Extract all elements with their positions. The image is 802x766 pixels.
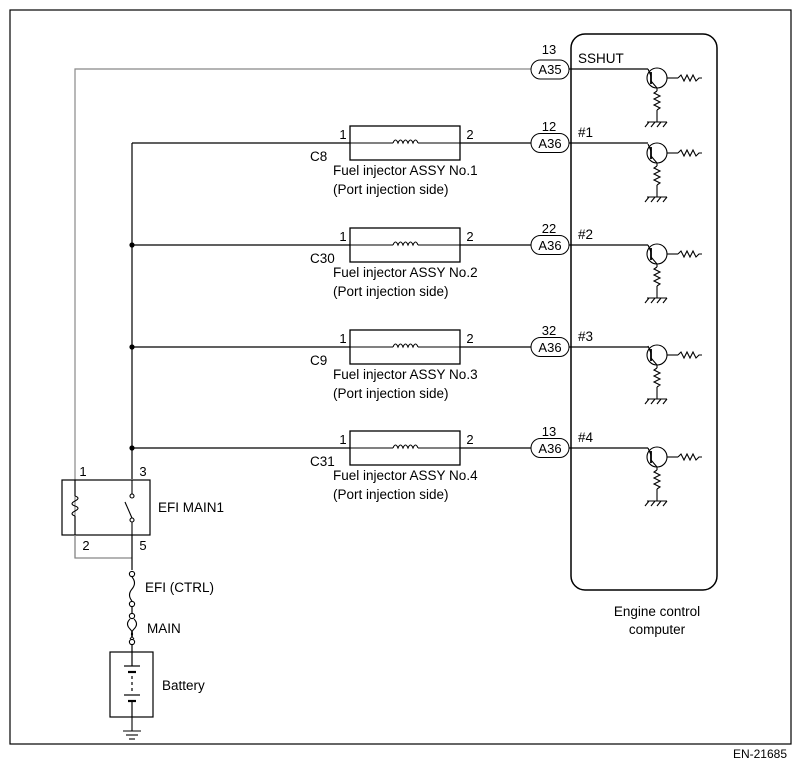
sshut-signal-label: SSHUT (578, 51, 624, 66)
battery-label: Battery (162, 678, 205, 693)
driver-transistor-icon (644, 142, 702, 203)
injector-pin-in: 1 (339, 432, 346, 447)
injector-side: (Port injection side) (333, 487, 449, 502)
injector-connector-code: C31 (310, 454, 335, 469)
main-fusible-link-icon (126, 612, 138, 646)
ecu-signal-label: #1 (578, 125, 593, 140)
ecu-connector-label: A36 (538, 340, 561, 355)
relay-pin-3: 3 (139, 464, 146, 479)
injector-pin-out: 2 (466, 127, 473, 142)
injector-coil-icon (392, 444, 419, 450)
ecu-label-line2: computer (629, 622, 686, 637)
injector-coil-icon (392, 343, 419, 349)
driver-transistor-icon (569, 67, 702, 128)
injector-side: (Port injection side) (333, 182, 449, 197)
ecu-pin-number: 12 (542, 119, 556, 134)
ecu-signal-label: #2 (578, 227, 593, 242)
ecu-signal-label: #4 (578, 430, 594, 445)
ecu-pin-number: 22 (542, 221, 556, 236)
efi-ctrl-fuse-label: EFI (CTRL) (145, 580, 214, 595)
battery-icon (124, 652, 140, 717)
sshut-wire (74, 68, 571, 558)
efi-main1-relay-box (61, 479, 151, 536)
diagram-frame (9, 9, 792, 745)
ecu-connector-badge (530, 438, 570, 458)
injector-pin-in: 1 (339, 331, 346, 346)
ecu-connector-label: A36 (538, 238, 561, 253)
injector-name: Fuel injector ASSY No.2 (333, 265, 478, 280)
injector-connector-code: C9 (310, 353, 327, 368)
injector-name: Fuel injector ASSY No.4 (333, 468, 478, 483)
injector-side: (Port injection side) (333, 284, 449, 299)
injector-coil-icon (392, 139, 419, 145)
relay-pin-1: 1 (79, 464, 86, 479)
relay-pin-5: 5 (139, 538, 146, 553)
efi-main1-label: EFI MAIN1 (158, 500, 224, 515)
injector-name: Fuel injector ASSY No.1 (333, 163, 478, 178)
relay-pin-2: 2 (82, 538, 89, 553)
ecu-connector-badge (530, 337, 570, 357)
injector-side: (Port injection side) (333, 386, 449, 401)
ecu-box (570, 33, 718, 591)
injector-pin-in: 1 (339, 229, 346, 244)
ecu-signal-label: #3 (578, 329, 593, 344)
battery-ground-icon (123, 717, 141, 740)
relay-switch-icon (124, 480, 135, 535)
ecu-connector-label: A36 (538, 441, 561, 456)
driver-transistor-icon (644, 446, 702, 507)
ecu-pin-number: 13 (542, 424, 556, 439)
ecu-pin-number: 32 (542, 323, 556, 338)
injector-pin-out: 2 (466, 432, 473, 447)
relay-coil-icon (71, 480, 79, 535)
injector-connector-code: C30 (310, 251, 335, 266)
ecu-connector-badge (530, 133, 570, 153)
sshut-connector-label: A35 (538, 62, 561, 77)
ecu-connector-label: A36 (538, 136, 561, 151)
sshut-ecu-pin: 13 (542, 42, 556, 57)
injector-coil-icon (392, 241, 419, 247)
efi-ctrl-fuse-icon (128, 570, 136, 608)
main-fusible-link-label: MAIN (147, 621, 181, 636)
injector-pin-out: 2 (466, 229, 473, 244)
injector-pin-in: 1 (339, 127, 346, 142)
driver-transistor-icon (644, 344, 702, 405)
injector-pin-out: 2 (466, 331, 473, 346)
figure-code: EN-21685 (733, 747, 787, 761)
injector-connector-code: C8 (310, 149, 327, 164)
ecu-connector-badge (530, 235, 570, 255)
driver-transistor-icon (644, 243, 702, 304)
injector-name: Fuel injector ASSY No.3 (333, 367, 478, 382)
ecu-label-line1: Engine control (614, 604, 700, 619)
relay-coil-ground-wire (74, 535, 132, 559)
